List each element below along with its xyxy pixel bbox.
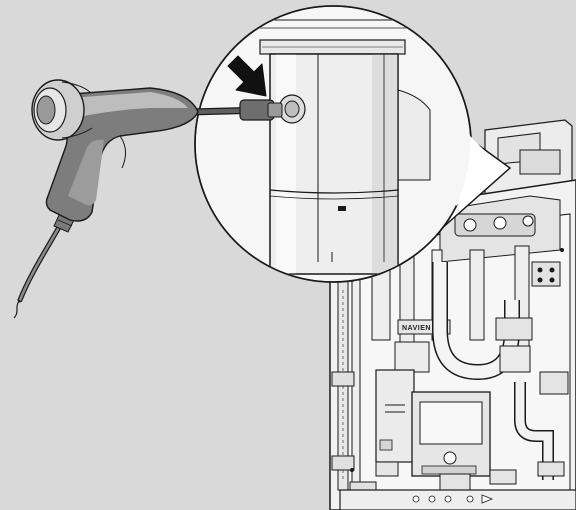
brand-label: NAVIEN (402, 325, 431, 332)
pointer-arrow (227, 55, 267, 97)
zoom-callout (194, 5, 512, 283)
combustion-analyzer-probe (31, 79, 283, 222)
test-port (278, 94, 306, 124)
exhaust-vent-pipe (269, 53, 399, 275)
